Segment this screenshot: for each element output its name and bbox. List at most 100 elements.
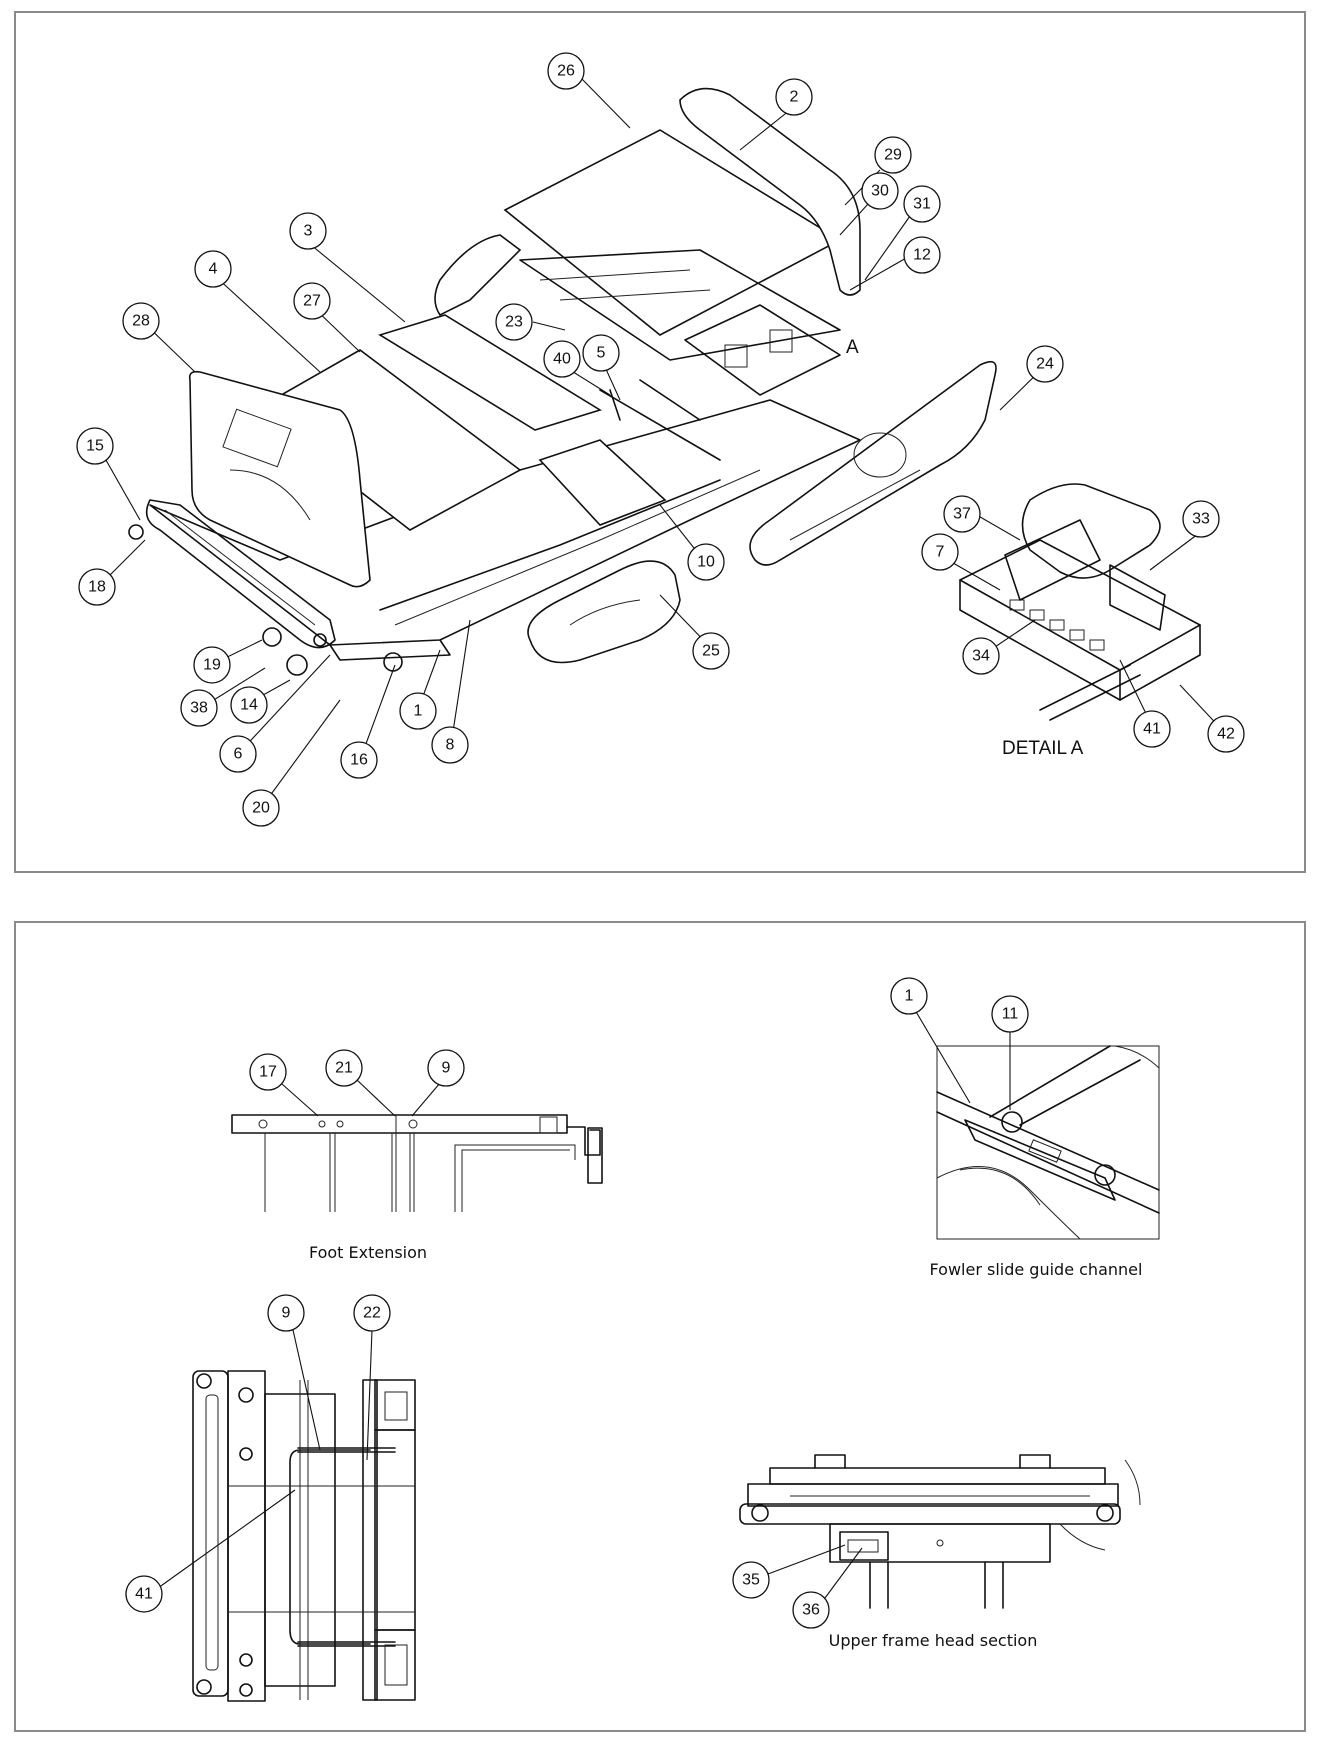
callout-b21: 21 (325, 1049, 363, 1087)
svg-text:36: 36 (802, 1602, 820, 1619)
callout-b35: 35 (732, 1561, 770, 1599)
svg-text:29: 29 (884, 147, 902, 164)
svg-text:38: 38 (190, 700, 208, 717)
callout-37: 37 (943, 495, 981, 533)
callout-15: 15 (76, 427, 114, 465)
detail-views-panel (14, 921, 1306, 1732)
callout-41: 41 (1133, 710, 1171, 748)
svg-text:37: 37 (953, 506, 971, 523)
callout-4: 4 (194, 250, 232, 288)
svg-text:20: 20 (252, 800, 270, 817)
callout-7: 7 (921, 533, 959, 571)
svg-text:7: 7 (936, 544, 945, 561)
svg-text:23: 23 (505, 314, 523, 331)
svg-text:22: 22 (363, 1305, 381, 1322)
svg-text:8: 8 (446, 737, 455, 754)
detail-a-title: DETAIL A (1002, 738, 1084, 759)
caption-upper-frame: Upper frame head section (829, 1631, 1038, 1650)
callout-b11: 11 (991, 995, 1029, 1033)
top-callouts: 26 2 29 30 31 12 3 4 27 28 23 40 5 24 15… (76, 52, 1245, 827)
caption-foot-extension: Foot Extension (309, 1243, 427, 1262)
svg-text:5: 5 (597, 345, 606, 362)
fowler-slide-drawing (936, 1045, 1160, 1240)
callout-16: 16 (340, 741, 378, 779)
callout-19: 19 (193, 646, 231, 684)
callout-34: 34 (962, 637, 1000, 675)
callout-6: 6 (219, 735, 257, 773)
svg-text:33: 33 (1192, 511, 1210, 528)
callout-b36: 36 (792, 1591, 830, 1629)
foot-plan-callouts: 9 22 41 (125, 1294, 391, 1613)
svg-text:18: 18 (88, 579, 106, 596)
svg-text:30: 30 (871, 183, 889, 200)
upper-frame-callouts: 35 36 (732, 1561, 830, 1629)
callout-38: 38 (180, 689, 218, 727)
foot-extension-callouts: 17 21 9 (249, 1049, 465, 1091)
callout-2: 2 (775, 78, 813, 116)
callout-3: 3 (289, 212, 327, 250)
svg-text:6: 6 (234, 746, 243, 763)
svg-text:31: 31 (913, 196, 931, 213)
foot-plan-drawing (192, 1370, 416, 1702)
callout-23: 23 (495, 303, 533, 341)
svg-text:1: 1 (905, 988, 914, 1005)
svg-text:28: 28 (132, 313, 150, 330)
svg-text:26: 26 (557, 63, 575, 80)
svg-text:14: 14 (240, 697, 258, 714)
callout-b9b: 9 (267, 1294, 305, 1332)
fowler-callouts: 1 11 (890, 977, 1029, 1033)
callout-12: 12 (903, 236, 941, 274)
callout-31: 31 (903, 185, 941, 223)
callout-29: 29 (874, 136, 912, 174)
foot-plan-leaders (157, 1329, 373, 1589)
svg-text:17: 17 (259, 1064, 277, 1081)
fowler-leaders (914, 1009, 1011, 1110)
callout-b22: 22 (353, 1294, 391, 1332)
callout-24: 24 (1026, 345, 1064, 383)
svg-text:1: 1 (414, 703, 423, 720)
upper-frame-leaders (767, 1544, 863, 1599)
svg-text:27: 27 (303, 293, 321, 310)
svg-text:25: 25 (702, 643, 720, 660)
svg-text:4: 4 (209, 261, 218, 278)
caption-fowler-slide: Fowler slide guide channel (930, 1260, 1143, 1279)
svg-text:11: 11 (1002, 1006, 1019, 1023)
detail-a-drawing (959, 483, 1201, 721)
upper-frame-drawing (739, 1454, 1141, 1609)
callout-28: 28 (122, 302, 160, 340)
callout-18: 18 (78, 568, 116, 606)
callout-27: 27 (293, 282, 331, 320)
svg-text:41: 41 (1143, 721, 1161, 738)
svg-text:15: 15 (86, 438, 104, 455)
svg-text:12: 12 (913, 247, 931, 264)
svg-text:41: 41 (135, 1586, 153, 1603)
svg-text:10: 10 (697, 554, 715, 571)
callout-10: 10 (687, 543, 725, 581)
callout-20: 20 (242, 789, 280, 827)
svg-text:35: 35 (742, 1572, 760, 1589)
callout-b1: 1 (890, 977, 928, 1015)
svg-text:9: 9 (442, 1060, 451, 1077)
callout-42: 42 (1207, 715, 1245, 753)
svg-text:34: 34 (972, 648, 990, 665)
callout-8: 8 (431, 726, 469, 764)
callout-33: 33 (1182, 500, 1220, 538)
foot-extension-leaders (281, 1079, 441, 1117)
svg-text:21: 21 (335, 1060, 353, 1077)
callout-b41: 41 (125, 1575, 163, 1613)
bed-exploded-drawing (128, 87, 997, 676)
view-marker-a: A (846, 337, 859, 358)
callout-40: 40 (543, 340, 581, 378)
callout-26: 26 (547, 52, 585, 90)
svg-text:9: 9 (282, 1305, 291, 1322)
callout-30: 30 (861, 172, 899, 210)
callout-14: 14 (230, 686, 268, 724)
foot-extension-drawing (231, 1114, 603, 1212)
svg-text:19: 19 (203, 657, 221, 674)
callout-b17: 17 (249, 1053, 287, 1091)
svg-text:42: 42 (1217, 726, 1235, 743)
svg-text:16: 16 (350, 752, 368, 769)
callout-25: 25 (692, 632, 730, 670)
callout-5: 5 (582, 334, 620, 372)
